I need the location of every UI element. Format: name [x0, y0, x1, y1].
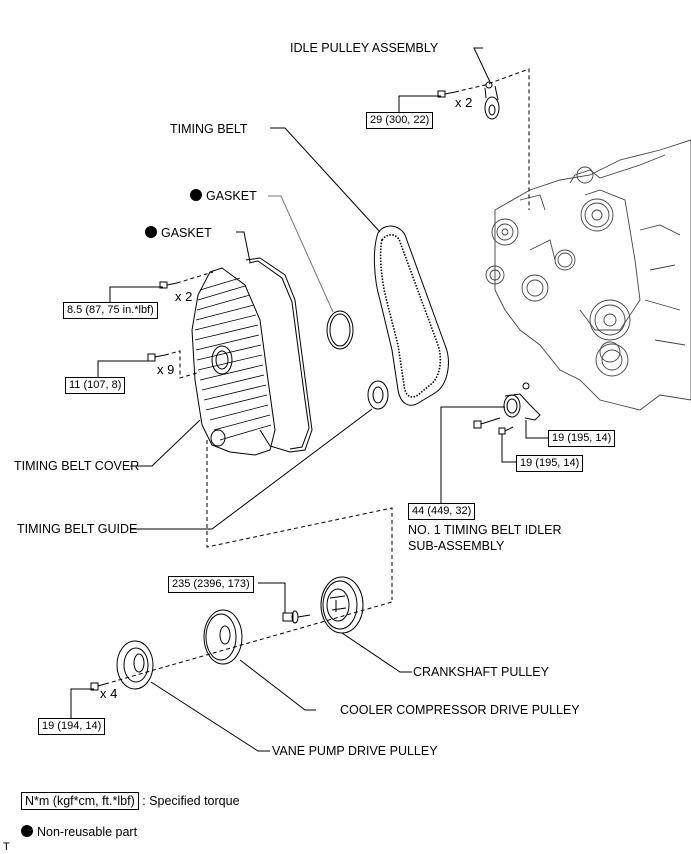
torque-idler-main-bolt: 44 (449, 32) [408, 503, 476, 520]
idler-bolt-long [473, 417, 501, 429]
torque-cover-bolt: 11 (107, 8) [65, 377, 126, 394]
legend-non-reusable-text: Non-reusable part [37, 825, 138, 839]
label-timing-belt-cover: TIMING BELT COVER [14, 459, 140, 473]
label-idle-pulley-assembly: IDLE PULLEY ASSEMBLY [290, 41, 439, 55]
gasket-upper-text: GASKET [206, 189, 257, 203]
engine-block-illustration [485, 139, 691, 411]
qty-pulley-bolts: x 4 [100, 686, 118, 701]
upper-gasket-ring [326, 310, 354, 350]
non-reusable-dot-icon [21, 825, 33, 837]
label-cooler-compressor-drive-pulley: COOLER COMPRESSOR DRIVE PULLEY [340, 703, 580, 717]
gasket-lower-text: GASKET [161, 226, 212, 240]
idle-pulley-bolt [437, 90, 456, 98]
label-vane-pump-drive-pulley: VANE PUMP DRIVE PULLEY [272, 744, 438, 758]
torque-crankshaft-bolt: 235 (2396, 173) [168, 576, 254, 593]
idle-pulley-part [484, 81, 500, 120]
crankshaft-bolt [282, 610, 311, 624]
footer-mark: T [3, 841, 10, 853]
pulley-bolt [90, 682, 106, 691]
vane-pump-drive-pulley-part [116, 640, 154, 690]
label-timing-belt-guide: TIMING BELT GUIDE [17, 522, 138, 536]
qty-cover-bolts: x 9 [157, 362, 175, 377]
timing-belt-cover-part [191, 267, 276, 456]
legend-torque-desc: : Specified torque [142, 794, 240, 808]
non-reusable-dot-icon [190, 189, 202, 201]
label-idler-sub-assembly-line2: SUB-ASSEMBLY [408, 539, 505, 553]
cover-bolt-small [159, 281, 178, 289]
cooler-compressor-drive-pulley-part [203, 609, 243, 665]
qty-cover-bolts-small: x 2 [175, 289, 193, 304]
legend-torque-unit-box: N*m (kgf*cm, ft.*lbf) [21, 792, 139, 810]
torque-idler-bolt-b: 19 (195, 14) [516, 455, 584, 472]
torque-cover-bolt-small: 8.5 (87, 75 in.*lbf) [63, 302, 158, 319]
label-timing-belt: TIMING BELT [170, 122, 248, 136]
label-crankshaft-pulley: CRANKSHAFT PULLEY [413, 665, 549, 679]
timing-belt-part [373, 225, 449, 406]
timing-belt-guide-part [367, 380, 389, 410]
legend-non-reusable: Non-reusable part [21, 825, 137, 839]
torque-idle-pulley-bolt: 29 (300, 22) [366, 112, 434, 129]
label-gasket-upper: GASKET [190, 189, 257, 203]
torque-pulley-bolt: 19 (194, 14) [38, 718, 106, 735]
timing-cover-gasket [245, 257, 313, 453]
timing-belt-idler-part [503, 382, 541, 421]
legend-torque: N*m (kgf*cm, ft.*lbf) : Specified torque [21, 792, 240, 810]
torque-idler-bolt-a: 19 (195, 14) [548, 430, 616, 447]
idler-bolt-short [498, 426, 514, 435]
label-idler-sub-assembly-line1: NO. 1 TIMING BELT IDLER [408, 523, 562, 537]
cover-bolt [147, 353, 166, 362]
crankshaft-pulley-part [320, 576, 364, 634]
non-reusable-dot-icon [145, 226, 157, 238]
qty-idle-pulley-bolts: x 2 [455, 95, 473, 110]
label-gasket-lower: GASKET [145, 226, 212, 240]
